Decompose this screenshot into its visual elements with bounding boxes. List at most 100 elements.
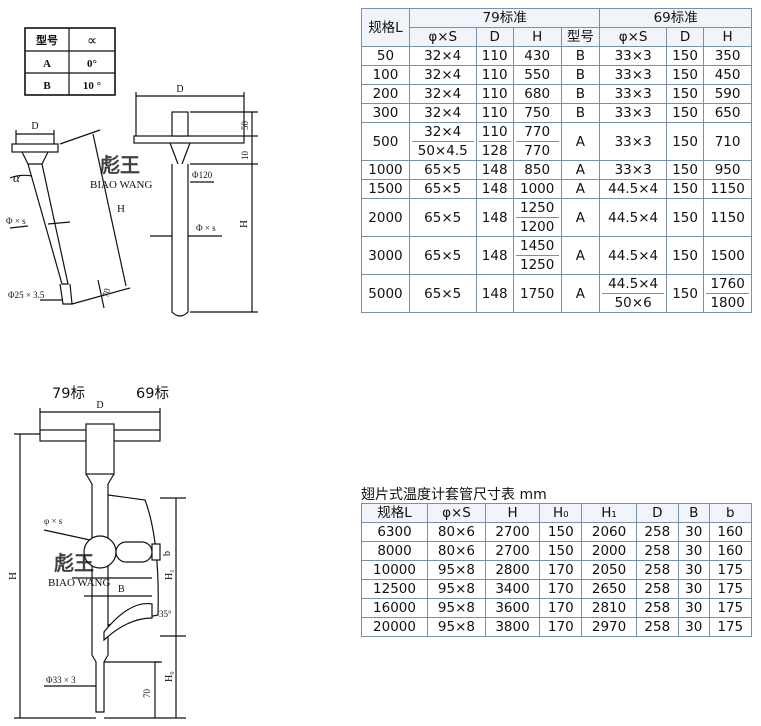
straight-h-label: H: [238, 220, 250, 228]
fin-table-caption: 翅片式温度计套管尺寸表 mm: [361, 487, 547, 503]
cell-79-phis: 65×5: [408, 274, 477, 313]
cell-69-h: 1150: [703, 198, 752, 237]
cell-79-type: A: [560, 236, 601, 275]
cell-69-d: 150: [665, 160, 705, 180]
fin-col-0: 规格L: [361, 503, 428, 523]
fin-cell-6: 30: [678, 560, 710, 580]
cell-69-phis: 33×3: [599, 160, 667, 180]
fin-cell-4: 2000: [581, 541, 637, 561]
fin-cell-3: 150: [539, 541, 583, 561]
cell-79-type: B: [560, 103, 601, 123]
type-header-model: 型号: [36, 33, 58, 47]
fin-col-7: b: [708, 503, 753, 523]
cell-79-type: B: [560, 65, 601, 85]
type-header-angle: ∝: [87, 34, 97, 49]
fin-cell-1: 95×8: [427, 560, 486, 580]
cell-79-d: 148: [475, 160, 514, 180]
fin-cell-3: 150: [539, 522, 583, 542]
cell-spec: 300: [361, 103, 410, 123]
fin-col-5: D: [635, 503, 680, 523]
cell-79-type: A: [560, 160, 601, 180]
straight-phi120-label: Φ120: [192, 170, 213, 180]
cell-69-phis: 33×3: [599, 84, 667, 104]
watermark-en: BIAO WANG: [90, 179, 152, 191]
bent-phi-label: Φ × s: [6, 216, 26, 226]
cell-69-phis: 33×3: [599, 46, 667, 66]
cell-69-h: 350: [703, 46, 752, 66]
bottom-h-label: H: [7, 572, 19, 580]
straight-tube: [171, 164, 189, 317]
cell-69-phis: 44.5×4: [599, 179, 667, 199]
fin-col-2: H: [484, 503, 541, 523]
cell-79-h: 850: [512, 160, 562, 180]
fin-cell-3: 170: [539, 617, 583, 637]
fin-col-4: H₁: [581, 503, 637, 523]
thermowell-drawing-top: D α Φ × s H Φ25 × 3.5 70 D 50 10 Φ120 Φ …: [6, 84, 258, 317]
main-sub-79-h: H: [512, 27, 562, 47]
fin-cell-2: 2800: [484, 560, 541, 580]
cell-79-d: 148: [475, 179, 514, 199]
fin-cell-1: 95×8: [427, 598, 486, 618]
cell-69-d: 150: [665, 65, 705, 85]
bottom-d-label: D: [96, 400, 103, 411]
main-sub-79-type: 型号: [560, 27, 601, 47]
straight-10-label: 10: [240, 151, 250, 161]
type-angle-table: 型号 ∝ A 0° B 10 °: [24, 27, 116, 96]
cell-69-h: 1500: [703, 236, 752, 275]
cell-79-type: A: [560, 122, 601, 161]
fin-cell-5: 258: [635, 598, 680, 618]
cell-79-h: 1750: [512, 274, 562, 313]
fin-cell-0: 16000: [361, 598, 428, 618]
fin-cell-2: 3600: [484, 598, 541, 618]
cell-79-h: 1000: [512, 179, 562, 199]
fin-cell-7: 160: [708, 522, 753, 542]
fin-cell-7: 160: [708, 541, 753, 561]
fin-col-3: H₀: [539, 503, 583, 523]
fin-cell-0: 12500: [361, 579, 428, 599]
label-79-standard: 79标: [52, 386, 85, 402]
cell-69-phis: 44.5×4: [599, 198, 667, 237]
fin-cell-5: 258: [635, 522, 680, 542]
fin-cell-4: 2050: [581, 560, 637, 580]
main-sub-79-d: D: [475, 27, 514, 47]
fin-cell-4: 2810: [581, 598, 637, 618]
fin-cell-1: 95×8: [427, 579, 486, 599]
fin-cell-2: 3400: [484, 579, 541, 599]
main-col-spec: 规格L: [361, 8, 410, 47]
straight-d-label: D: [176, 84, 183, 95]
type-row-a-model: A: [43, 58, 51, 70]
fin-cell-5: 258: [635, 617, 680, 637]
cell-69-h: 650: [703, 103, 752, 123]
cell-69-h: 710: [703, 122, 752, 161]
cell-spec: 200: [361, 84, 410, 104]
cell-69-d: 150: [665, 103, 705, 123]
fin-cell-7: 175: [708, 579, 753, 599]
cell-79-type: A: [560, 179, 601, 199]
fin-cell-6: 30: [678, 541, 710, 561]
main-sub-69-h: H: [703, 27, 752, 47]
cell-69-h: 950: [703, 160, 752, 180]
fin-cell-4: 2060: [581, 522, 637, 542]
cell-79-phis: 32×4: [408, 103, 477, 123]
bottom-phi-label: φ × s: [44, 516, 63, 526]
cell-69-d: 150: [665, 274, 705, 313]
main-group-69: 69标准: [599, 8, 752, 28]
cell-79-d: 110: [475, 65, 514, 85]
fin-cell-5: 258: [635, 560, 680, 580]
cell-79-d: 110: [475, 46, 514, 66]
bottom-70-label: 70: [142, 689, 152, 699]
